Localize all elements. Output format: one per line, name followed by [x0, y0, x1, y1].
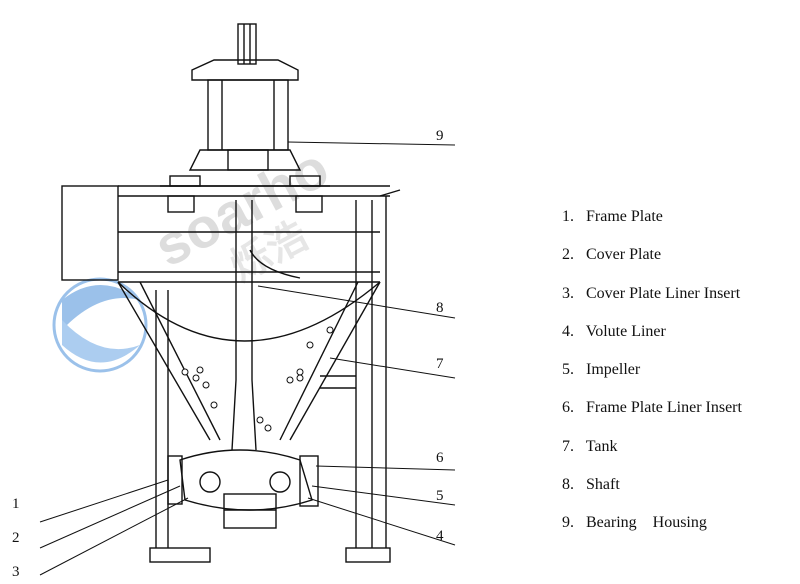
legend-number: 8.: [562, 476, 574, 494]
callout-1: 1: [12, 496, 20, 512]
legend-number: 1.: [562, 208, 574, 225]
legend-item: 4. Volute Liner: [562, 323, 742, 361]
callout-5: 5: [436, 488, 444, 504]
callout-4: 4: [436, 528, 444, 544]
callout-leaders: [39, 141, 456, 576]
legend-label: Shaft: [586, 476, 620, 494]
legend-label: Tank: [585, 437, 618, 455]
legend-item: 9. Bearing Housing: [562, 514, 742, 552]
legend-label: Bearing Housing: [586, 514, 707, 532]
legend-item: 5. Impeller: [562, 361, 742, 399]
pump-casing: [167, 449, 319, 529]
legend-label: Cover Plate Liner Insert: [586, 284, 741, 302]
legend-number: 4.: [562, 322, 574, 340]
legend-item: 7. Tank: [562, 438, 742, 476]
legend-number: 3.: [562, 284, 574, 302]
legend-label: Volute Liner: [585, 322, 666, 340]
callout-8: 8: [436, 300, 444, 316]
callout-3: 3: [12, 564, 20, 580]
callout-6: 6: [436, 450, 444, 466]
legend-label: Frame Plate: [586, 208, 663, 225]
legend-number: 6.: [562, 399, 574, 417]
legend-label: Impeller: [586, 361, 641, 379]
legend-item: 8. Shaft: [562, 476, 742, 514]
legend-item: 6. Frame Plate Liner Insert: [562, 399, 742, 437]
shaft: [231, 23, 257, 451]
callout-7: 7: [436, 356, 444, 372]
legend-number: 9.: [562, 514, 574, 532]
callout-2: 2: [12, 530, 20, 546]
legend-item: 3. Cover Plate Liner Insert: [562, 285, 742, 323]
watermark-logo: [52, 277, 148, 373]
frame-columns: [149, 196, 391, 563]
legend-label: Frame Plate Liner Insert: [586, 399, 742, 417]
tank-top-plate: [61, 185, 401, 283]
tank: [117, 249, 381, 441]
legend-number: 7.: [562, 437, 574, 455]
callout-9: 9: [436, 128, 444, 144]
legend-number: 2.: [562, 246, 574, 264]
parts-legend: 1. Frame Plate 2. Cover Plate 3. Cover P…: [562, 208, 742, 553]
slurry-particles: [181, 326, 334, 432]
legend-label: Cover Plate: [586, 246, 662, 264]
legend-item: 1. Frame Plate: [562, 208, 742, 246]
legend-number: 5.: [562, 361, 574, 379]
legend-item: 2. Cover Plate: [562, 246, 742, 284]
